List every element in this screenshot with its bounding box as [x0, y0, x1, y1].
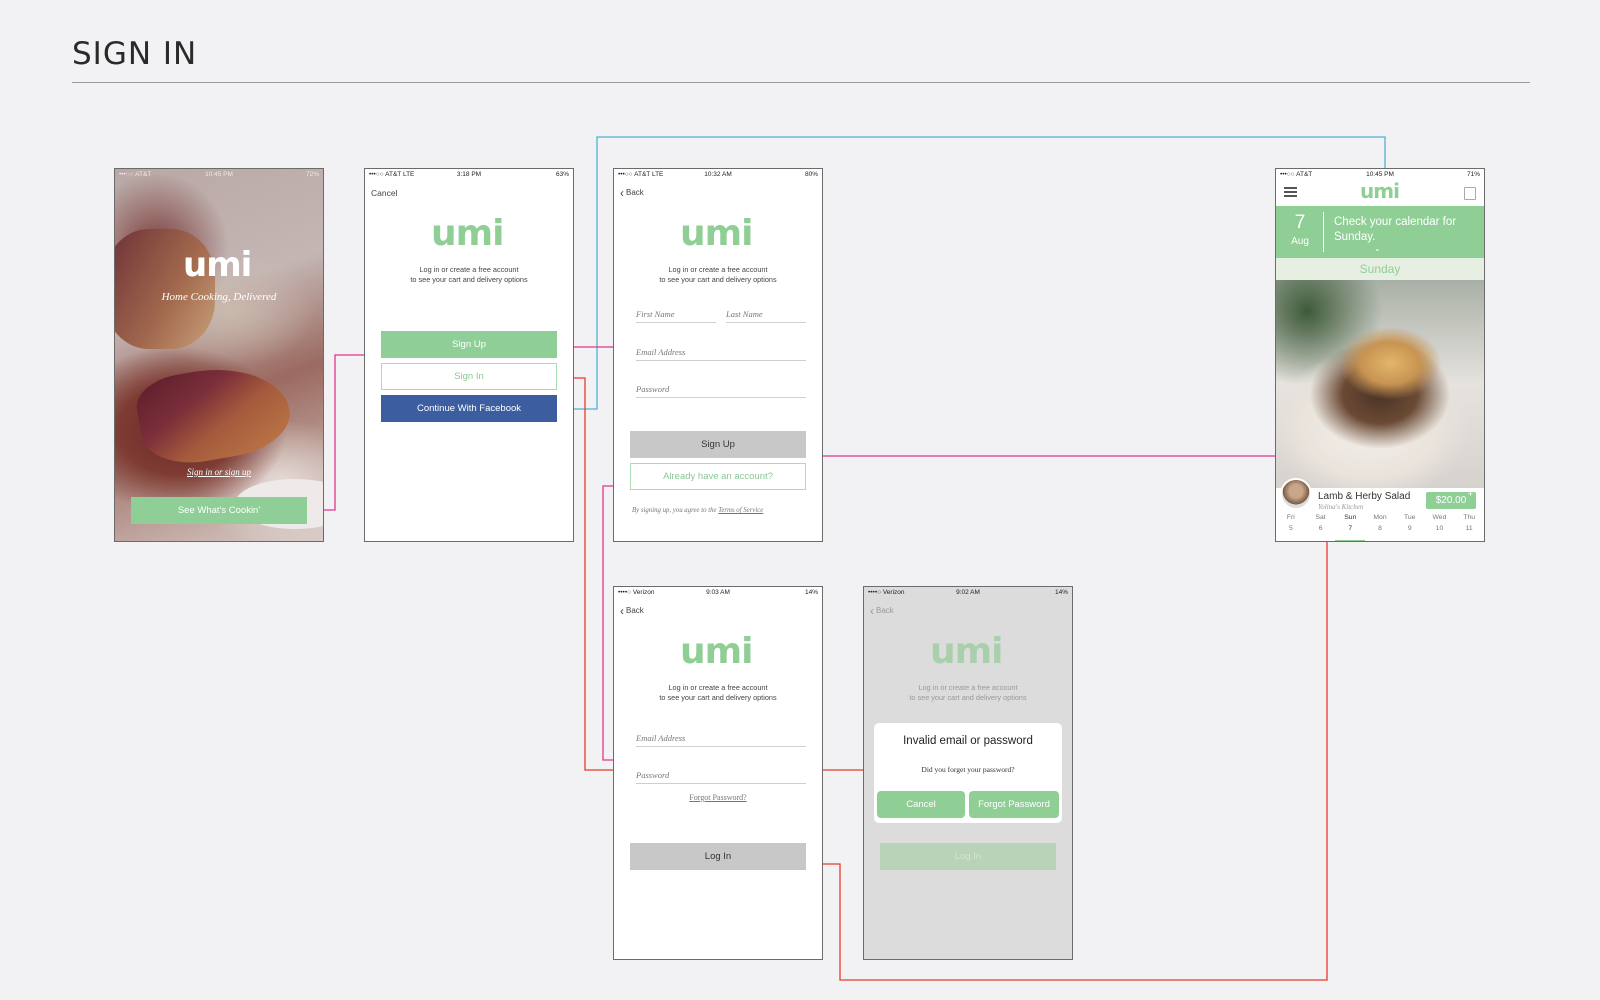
auth-tagline-1: Log in or create a free account: [419, 265, 519, 274]
status-bar: ••••○ Verizon 9:03 AM 14%: [618, 588, 818, 596]
banner-date-month: Aug: [1291, 236, 1309, 247]
continue-with-facebook-button[interactable]: Continue With Facebook: [381, 395, 557, 422]
password-field[interactable]: Password: [636, 770, 806, 784]
selected-day-label: Sunday: [1276, 258, 1484, 280]
bag-icon[interactable]: [1464, 187, 1476, 200]
plus-icon: +: [1467, 489, 1473, 499]
login-error-screen: ••••○ Verizon 9:02 AM 14% ‹ Back umi Log…: [863, 586, 1073, 960]
sign-in-button[interactable]: Sign In: [381, 363, 557, 390]
sign-up-button[interactable]: Sign Up: [381, 331, 557, 358]
dialog-message: Did you forget your password?: [921, 765, 1015, 774]
status-bar: •••○○ AT&T 10:45 PM 71%: [1280, 170, 1480, 178]
chevron-down-icon: ⌄: [1374, 244, 1381, 253]
email-field[interactable]: Email Address: [636, 347, 806, 361]
umi-logo: umi: [680, 631, 753, 672]
dialog-cancel-button[interactable]: Cancel: [877, 791, 965, 818]
first-name-field[interactable]: First Name: [636, 309, 716, 323]
see-whats-cookin-button[interactable]: See What's Cookin': [131, 497, 307, 524]
last-name-field[interactable]: Last Name: [726, 309, 806, 323]
home-screen: •••○○ AT&T 10:45 PM 71% umi 7 Aug Check …: [1275, 168, 1485, 542]
signup-tagline-1: Log in or create a free account: [668, 265, 768, 274]
log-in-button[interactable]: Log In: [630, 843, 806, 870]
chevron-left-icon: ‹: [620, 603, 624, 618]
sign-up-submit-button[interactable]: Sign Up: [630, 431, 806, 458]
error-tagline-2: to see your cart and delivery options: [909, 693, 1027, 702]
password-field[interactable]: Password: [636, 384, 806, 398]
dish-name: Lamb & Herby Salad: [1318, 491, 1411, 502]
banner-message: Check your calendar for Sunday.: [1334, 216, 1457, 243]
error-dialog: Invalid email or password Did you forget…: [874, 723, 1062, 823]
title-divider: [72, 82, 1530, 83]
terms-of-service-link[interactable]: Terms of Service: [718, 507, 764, 514]
signin-link[interactable]: Sign in or sign up: [186, 467, 251, 477]
calendar-banner[interactable]: 7 Aug Check your calendar for Sunday. ⌄: [1276, 206, 1484, 258]
auth-choice-screen: •••○○ AT&T LTE 3:18 PM 63% Cancel umi Lo…: [364, 168, 574, 542]
back-button[interactable]: ‹ Back: [620, 603, 644, 618]
cancel-link[interactable]: Cancel: [371, 188, 398, 198]
chevron-left-icon: ‹: [870, 603, 874, 618]
auth-tagline-2: to see your cart and delivery options: [410, 275, 528, 284]
login-tagline-2: to see your cart and delivery options: [659, 693, 777, 702]
terms-notice: By signing up, you agree to the Terms of…: [632, 507, 764, 514]
status-bar: •••○○ AT&T LTE 10:32 AM 80%: [618, 170, 818, 178]
forgot-password-link[interactable]: Forgot Password?: [689, 793, 747, 802]
umi-logo: umi: [680, 213, 753, 254]
status-bar: ••••○ Verizon 9:02 AM 14%: [868, 588, 1068, 596]
log-in-button-disabled: Log In: [880, 843, 1056, 870]
umi-logo: umi: [1360, 179, 1400, 203]
error-tagline-1: Log in or create a free account: [918, 683, 1018, 692]
page-title: SIGN IN: [72, 36, 198, 72]
wire-login-to-home: [797, 537, 1328, 981]
add-to-cart-price-button[interactable]: $20.00 +: [1426, 489, 1476, 509]
dialog-forgot-password-button[interactable]: Forgot Password: [969, 791, 1059, 818]
umi-logo: umi: [431, 213, 504, 254]
splash-screen: •••○○ AT&T 10:45 PM 72% umi Home Cooking…: [114, 168, 324, 542]
dialog-title: Invalid email or password: [903, 735, 1033, 747]
banner-divider: [1323, 212, 1324, 252]
splash-tagline: Home Cooking, Delivered: [161, 291, 277, 303]
banner-date-day: 7: [1294, 212, 1306, 233]
dish-photo[interactable]: [1276, 280, 1484, 488]
wire-facebook-to-home: [550, 136, 1386, 410]
back-button[interactable]: ‹ Back: [870, 603, 894, 618]
status-bar: •••○○ AT&T 10:45 PM 72%: [119, 170, 319, 178]
back-button[interactable]: ‹ Back: [620, 185, 644, 200]
chef-avatar: [1280, 478, 1312, 510]
menu-icon[interactable]: [1284, 187, 1297, 199]
signup-form-screen: •••○○ AT&T LTE 10:32 AM 80% ‹ Back umi L…: [613, 168, 823, 542]
status-bar: •••○○ AT&T LTE 3:18 PM 63%: [369, 170, 569, 178]
cake-shape: [115, 229, 215, 349]
already-have-account-button[interactable]: Already have an account?: [630, 463, 806, 490]
umi-logo: umi: [183, 245, 252, 285]
signup-tagline-2: to see your cart and delivery options: [659, 275, 777, 284]
chevron-left-icon: ‹: [620, 185, 624, 200]
dish-chef: Yolina's Kitchen: [1318, 503, 1364, 509]
login-tagline-1: Log in or create a free account: [668, 683, 768, 692]
email-field[interactable]: Email Address: [636, 733, 806, 747]
login-screen: ••••○ Verizon 9:03 AM 14% ‹ Back umi Log…: [613, 586, 823, 960]
umi-logo: umi: [930, 631, 1003, 672]
